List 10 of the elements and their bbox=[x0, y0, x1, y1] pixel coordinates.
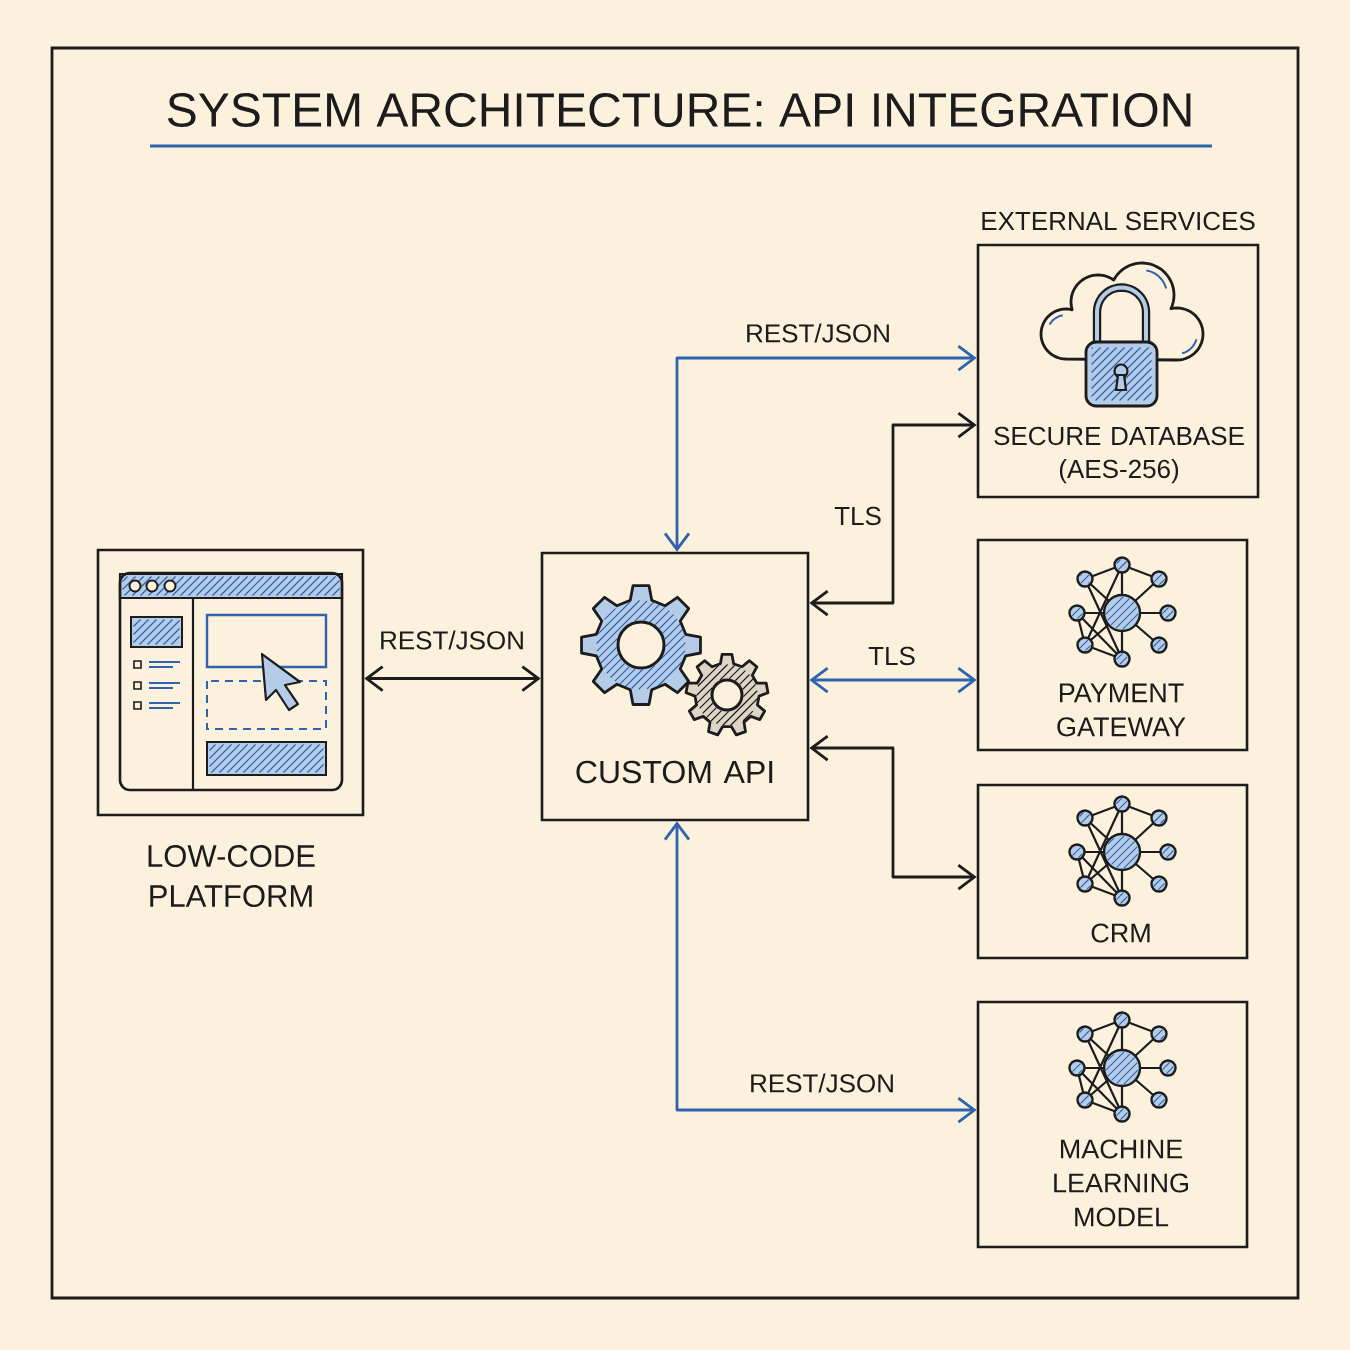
box-caption: LOW-CODE PLATFORM bbox=[148, 845, 315, 907]
component-box: CRM bbox=[976, 783, 1249, 960]
edge-label: TLS bbox=[865, 643, 919, 669]
component-box: PAYMENT GATEWAY bbox=[976, 538, 1249, 752]
component-box: MACHINE LEARNING MODEL bbox=[976, 1000, 1249, 1249]
edge-label: REST/JSON bbox=[746, 1070, 898, 1096]
edge-label: REST/JSON bbox=[742, 320, 894, 346]
edge-label: TLS bbox=[831, 503, 885, 529]
title: SYSTEM ARCHITECTURE: API INTEGRATION bbox=[167, 93, 1191, 127]
edge-label: REST/JSON bbox=[376, 627, 528, 653]
